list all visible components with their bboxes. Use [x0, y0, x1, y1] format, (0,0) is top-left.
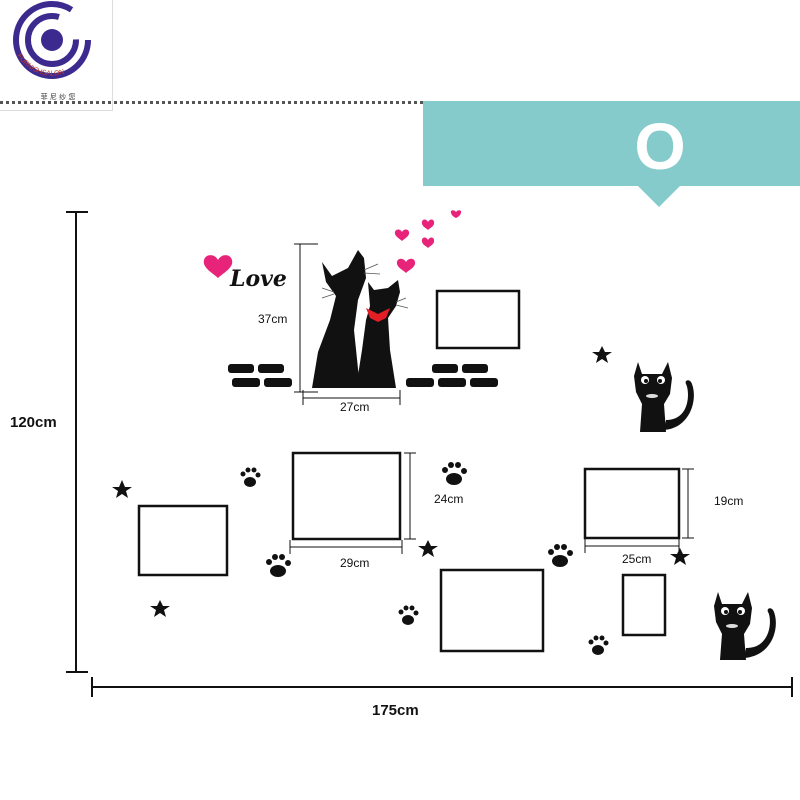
dotted-divider	[0, 101, 423, 104]
total-width-label: 175cm	[372, 702, 419, 719]
frame-top	[435, 289, 521, 350]
frame-a	[291, 451, 402, 541]
cat-decal-upper	[634, 362, 694, 432]
total-height-label: 120cm	[10, 414, 57, 431]
style-banner	[423, 101, 800, 186]
frame-a-height-label: 24cm	[434, 492, 464, 506]
cats-dimension-lines	[294, 243, 401, 405]
cat-decal-lower	[714, 592, 776, 660]
frame-b-width-label: 25cm	[622, 552, 652, 566]
brick-decal-right	[406, 364, 498, 387]
style-letter: O	[634, 109, 686, 183]
love-text: Love	[230, 266, 287, 292]
frame-small	[621, 573, 667, 637]
frame-b-height-label: 19cm	[714, 494, 744, 508]
frame-left	[137, 504, 229, 577]
logo-subtitle: 菲 尼 纱 您	[40, 93, 76, 101]
paw-print-icons	[240, 462, 609, 655]
banner-pointer	[638, 186, 680, 207]
cat-couple-silhouette	[312, 250, 400, 388]
star-icons	[112, 346, 690, 617]
brand-logo: FURNISHSALON 菲 尼 纱 您	[0, 0, 113, 111]
brick-decal-left	[228, 364, 292, 387]
cat-whiskers	[321, 263, 409, 309]
cats-height-label: 37cm	[258, 312, 288, 326]
frame-b	[583, 467, 681, 540]
frame-a-width-label: 29cm	[340, 556, 370, 570]
logo-spiral-icon: FURNISHSALON	[13, 1, 91, 79]
photo-frames	[137, 289, 681, 653]
cats-width-label: 27cm	[340, 400, 370, 414]
heart-icons	[203, 210, 462, 278]
red-collar	[366, 308, 390, 322]
frame-bottom	[439, 568, 545, 653]
height-dimension-line	[66, 211, 88, 673]
frame-dimension-lines	[289, 452, 694, 554]
width-dimension-line	[91, 677, 793, 697]
